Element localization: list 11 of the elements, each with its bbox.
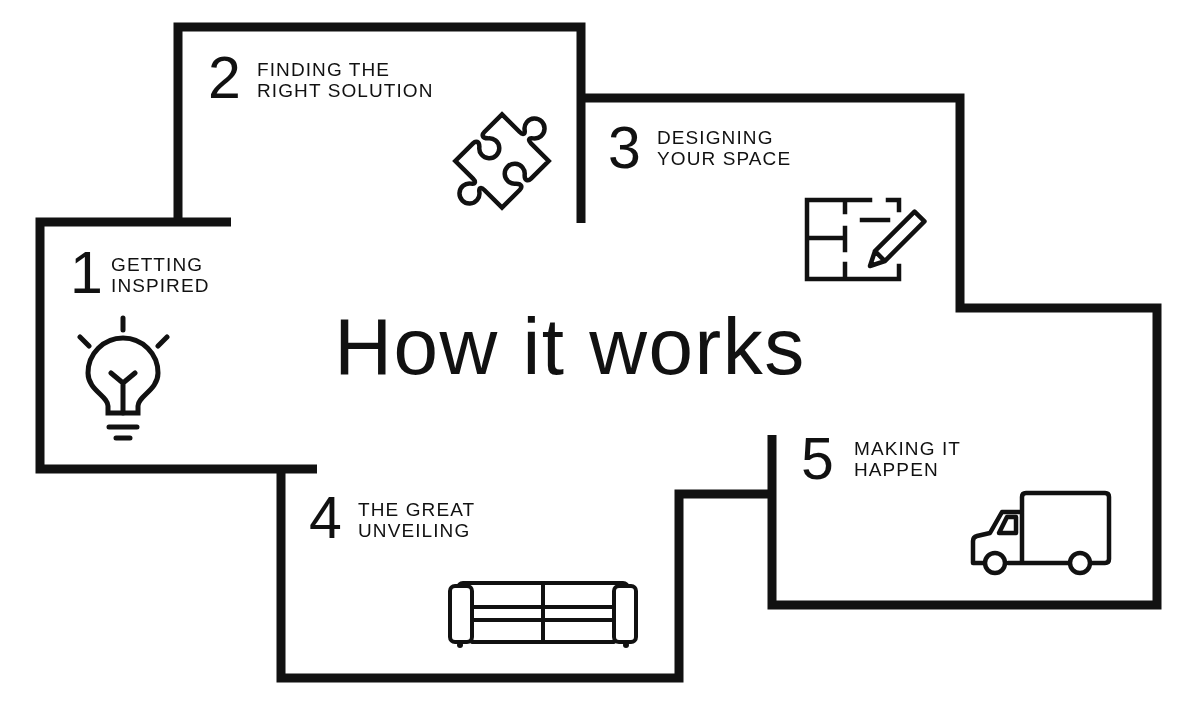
step-label: GETTING INSPIRED [111,254,211,296]
step-label: THE GREAT UNVEILING [358,499,476,541]
diagram-title: How it works [334,307,806,387]
step-label: MAKING IT HAPPEN [854,438,962,480]
step-label: DESIGNING YOUR SPACE [657,127,793,169]
step-number: 4 [309,489,342,548]
step-number: 2 [208,49,241,108]
step-number: 3 [608,119,641,178]
step-label: FINDING THE RIGHT SOLUTION [257,59,435,101]
step-number: 1 [70,244,103,303]
step-number: 5 [801,430,834,489]
